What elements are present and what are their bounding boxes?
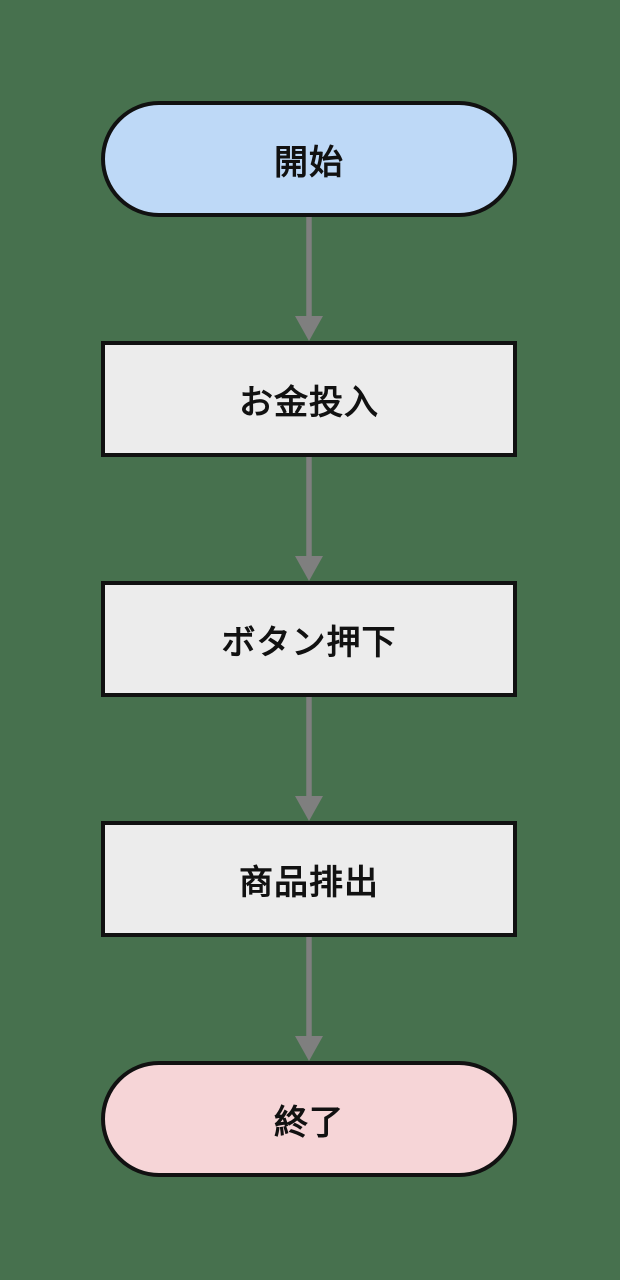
node-insert-money-label: お金投入 [239,383,379,422]
arrow-down-icon [295,697,323,821]
arrow-down-icon [295,457,323,581]
node-press-button-label: ボタン押下 [221,623,397,662]
flowchart-node-press-button: ボタン押下 [101,581,517,697]
arrow-down-icon [295,217,323,341]
node-dispense-product-label: 商品排出 [239,863,379,902]
arrow-down-icon [295,937,323,1061]
node-start-label: 開始 [274,143,344,182]
flowchart-node-start: 開始 [101,101,517,217]
flowchart-node-end: 終了 [101,1061,517,1177]
node-end-label: 終了 [274,1103,344,1142]
flowchart-node-insert-money: お金投入 [101,341,517,457]
flowchart-node-dispense-product: 商品排出 [101,821,517,937]
